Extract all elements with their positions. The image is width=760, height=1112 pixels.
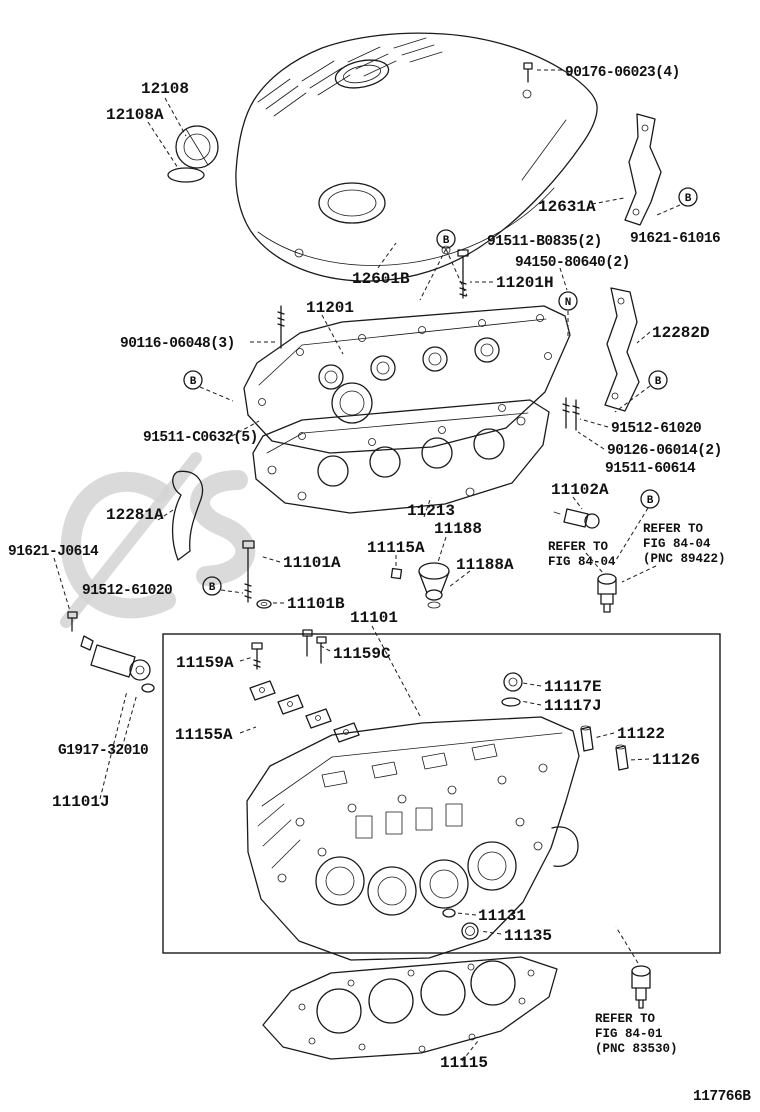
part-label-11126: 11126 [652, 751, 700, 769]
part-label-11101j: 11101J [52, 793, 110, 811]
part-label-11188a: 11188A [456, 556, 514, 574]
part-label-11159c: 11159C [333, 645, 391, 663]
ring-11135-art [461, 922, 479, 940]
part-label-12282d: 12282D [652, 324, 710, 342]
refer-note-b-line1: REFER TO [548, 540, 609, 554]
cam-caps-11155a-art [249, 680, 360, 743]
washer-11101b-art [256, 599, 272, 609]
part-label-11101a: 11101A [283, 554, 341, 572]
ocv-g1917-art [80, 635, 155, 693]
part-label-94150: 94150-80640(2) [515, 255, 630, 271]
watermark [60, 452, 256, 628]
part-label-91512-61020-l: 91512-61020 [82, 583, 172, 599]
plug-11117-art [501, 672, 523, 707]
part-label-g1917: G1917-32010 [58, 743, 148, 759]
studs-right-art [562, 397, 580, 431]
bolt-91621-j0614-art [67, 611, 78, 632]
refer-note-b-line2: FIG 84-04 [548, 555, 616, 569]
bolt-symbol-letter: B [209, 582, 216, 594]
part-label-91511-c0632: 91511-C0632(5) [143, 430, 258, 446]
funnel-11188-art [418, 562, 450, 609]
cylinder-head-art [246, 716, 580, 961]
part-label-90126: 90126-06014(2) [607, 443, 722, 459]
engine-cover-art [235, 32, 598, 282]
part-label-11188: 11188 [434, 520, 482, 538]
bolt-symbol: B [202, 576, 222, 596]
part-label-12281a: 12281A [106, 506, 164, 524]
part-label-11115: 11115 [440, 1054, 488, 1072]
sensor-84-01-art [631, 965, 651, 1009]
part-label-11201: 11201 [306, 299, 354, 317]
nut-symbol: N [558, 291, 578, 311]
leader-lines [53, 69, 681, 1062]
part-label-11117e: 11117E [544, 678, 602, 696]
bolt-symbol: B [640, 489, 660, 509]
head-gasket-art [262, 956, 558, 1060]
part-label-91621-61016: 91621-61016 [630, 231, 720, 247]
part-label-12601b: 12601B [352, 270, 410, 288]
part-label-91512-61020-r: 91512-61020 [611, 421, 701, 437]
bracket-12282d-art [604, 287, 640, 412]
part-label-12108a: 12108A [106, 106, 164, 124]
refer-note-c-line2: FIG 84-01 [595, 1027, 663, 1041]
refer-note-a-line3: (PNC 89422) [643, 552, 726, 566]
part-labels: 12108 12108A 90176-06023(4) 12631A 91621… [8, 65, 752, 1105]
part-label-11101: 11101 [350, 609, 398, 627]
bolt-symbol: B [678, 187, 698, 207]
part-label-12108: 12108 [141, 80, 189, 98]
part-label-11131: 11131 [478, 907, 526, 925]
bracket-12631a-art [624, 113, 662, 226]
part-label-11102a: 11102A [551, 481, 609, 499]
part-label-11115a: 11115A [367, 539, 425, 557]
valve-cover-gasket-art [252, 399, 550, 514]
oil-filler-cap-art [167, 125, 219, 183]
figure-code: 117766B [693, 1089, 751, 1105]
bolt-symbol-letter: B [647, 495, 654, 507]
valve-guide-11122-art [580, 725, 594, 752]
refer-note-a-line2: FIG 84-04 [643, 537, 711, 551]
bolt-symbol-letter: B [443, 235, 450, 247]
bolt-11159a-art [251, 642, 263, 670]
part-label-11213: 11213 [407, 502, 455, 520]
bolt-symbol: B [436, 229, 456, 249]
stud-90116-art [277, 305, 285, 349]
dowel-11131-art [442, 908, 456, 918]
fastener-symbols: B B N B B B B [183, 187, 698, 596]
part-label-11155a: 11155A [175, 726, 233, 744]
bolt-symbol-letter: B [190, 376, 197, 388]
sensor-84-04-art [597, 573, 617, 613]
bolt-symbol-letter: B [655, 376, 662, 388]
bolt-11115a-art [390, 567, 403, 580]
part-label-90176: 90176-06023(4) [565, 65, 680, 81]
nut-symbol-letter: N [565, 297, 572, 309]
part-label-91511-b0835: 91511-B0835(2) [487, 234, 602, 250]
part-label-11201h: 11201H [496, 274, 554, 292]
bolt-symbol: B [648, 370, 668, 390]
refer-note-a-line1: REFER TO [643, 522, 704, 536]
part-label-11101b: 11101B [287, 595, 345, 613]
part-label-91621-j0614: 91621-J0614 [8, 544, 99, 560]
part-label-11159a: 11159A [176, 654, 234, 672]
refer-note-c-line1: REFER TO [595, 1012, 656, 1026]
part-label-90116: 90116-06048(3) [120, 336, 235, 352]
valve-cover-art [243, 305, 571, 454]
part-label-11122: 11122 [617, 725, 665, 743]
valve-guide-11126-art [615, 744, 629, 771]
part-label-12631a: 12631A [538, 198, 596, 216]
bolt-11201h-art [457, 249, 469, 299]
sensor-11102a-art [553, 508, 600, 529]
part-label-91511-60614: 91511-60614 [605, 461, 696, 477]
bolt-90176-art [523, 62, 533, 83]
assembly-frame [162, 633, 721, 954]
bolt-symbol: B [183, 370, 203, 390]
hook-12281a-art [171, 470, 204, 561]
bolt-symbol-letter: B [685, 193, 692, 205]
part-label-11135: 11135 [504, 927, 552, 945]
bolt-11101a-art [242, 540, 255, 603]
refer-note-c-line3: (PNC 83530) [595, 1042, 678, 1056]
part-label-11117j: 11117J [544, 697, 602, 715]
